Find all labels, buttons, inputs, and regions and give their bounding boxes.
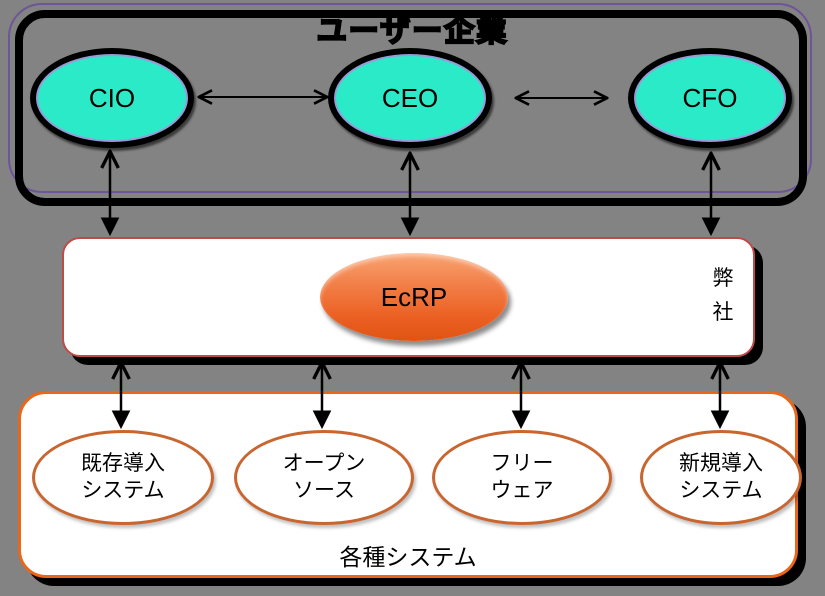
node-existing-system-line1: 既存導入 xyxy=(81,452,165,476)
node-existing-system: 既存導入 システム xyxy=(32,430,214,525)
node-freeware-line1: フリー xyxy=(490,452,554,476)
node-new-system-line2: システム xyxy=(679,478,763,502)
node-existing-system-line2: システム xyxy=(81,478,165,502)
node-cfo: CFO xyxy=(628,48,792,148)
node-ceo-label: CEO xyxy=(381,82,439,113)
node-ecrp: EcRP xyxy=(320,253,508,341)
node-cio-label: CIO xyxy=(88,82,136,113)
node-ceo: CEO xyxy=(328,48,492,148)
our-company-side-label: 弊社 xyxy=(712,267,734,324)
node-cio: CIO xyxy=(30,48,194,148)
various-systems-caption: 各種システム xyxy=(339,544,477,570)
node-freeware-line2: ウェア xyxy=(490,478,554,502)
node-new-system-line1: 新規導入 xyxy=(679,452,763,476)
node-ecrp-label: EcRP xyxy=(380,281,448,312)
node-new-system: 新規導入 システム xyxy=(640,430,802,525)
node-freeware: フリー ウェア xyxy=(432,430,612,525)
node-open-source: オープン ソース xyxy=(234,430,414,525)
node-open-source-line1: オープン xyxy=(282,452,366,476)
user-enterprise-group-title: ユーザー企業 xyxy=(316,14,509,49)
node-cfo-label: CFO xyxy=(682,82,738,113)
node-open-source-line2: ソース xyxy=(293,478,355,502)
